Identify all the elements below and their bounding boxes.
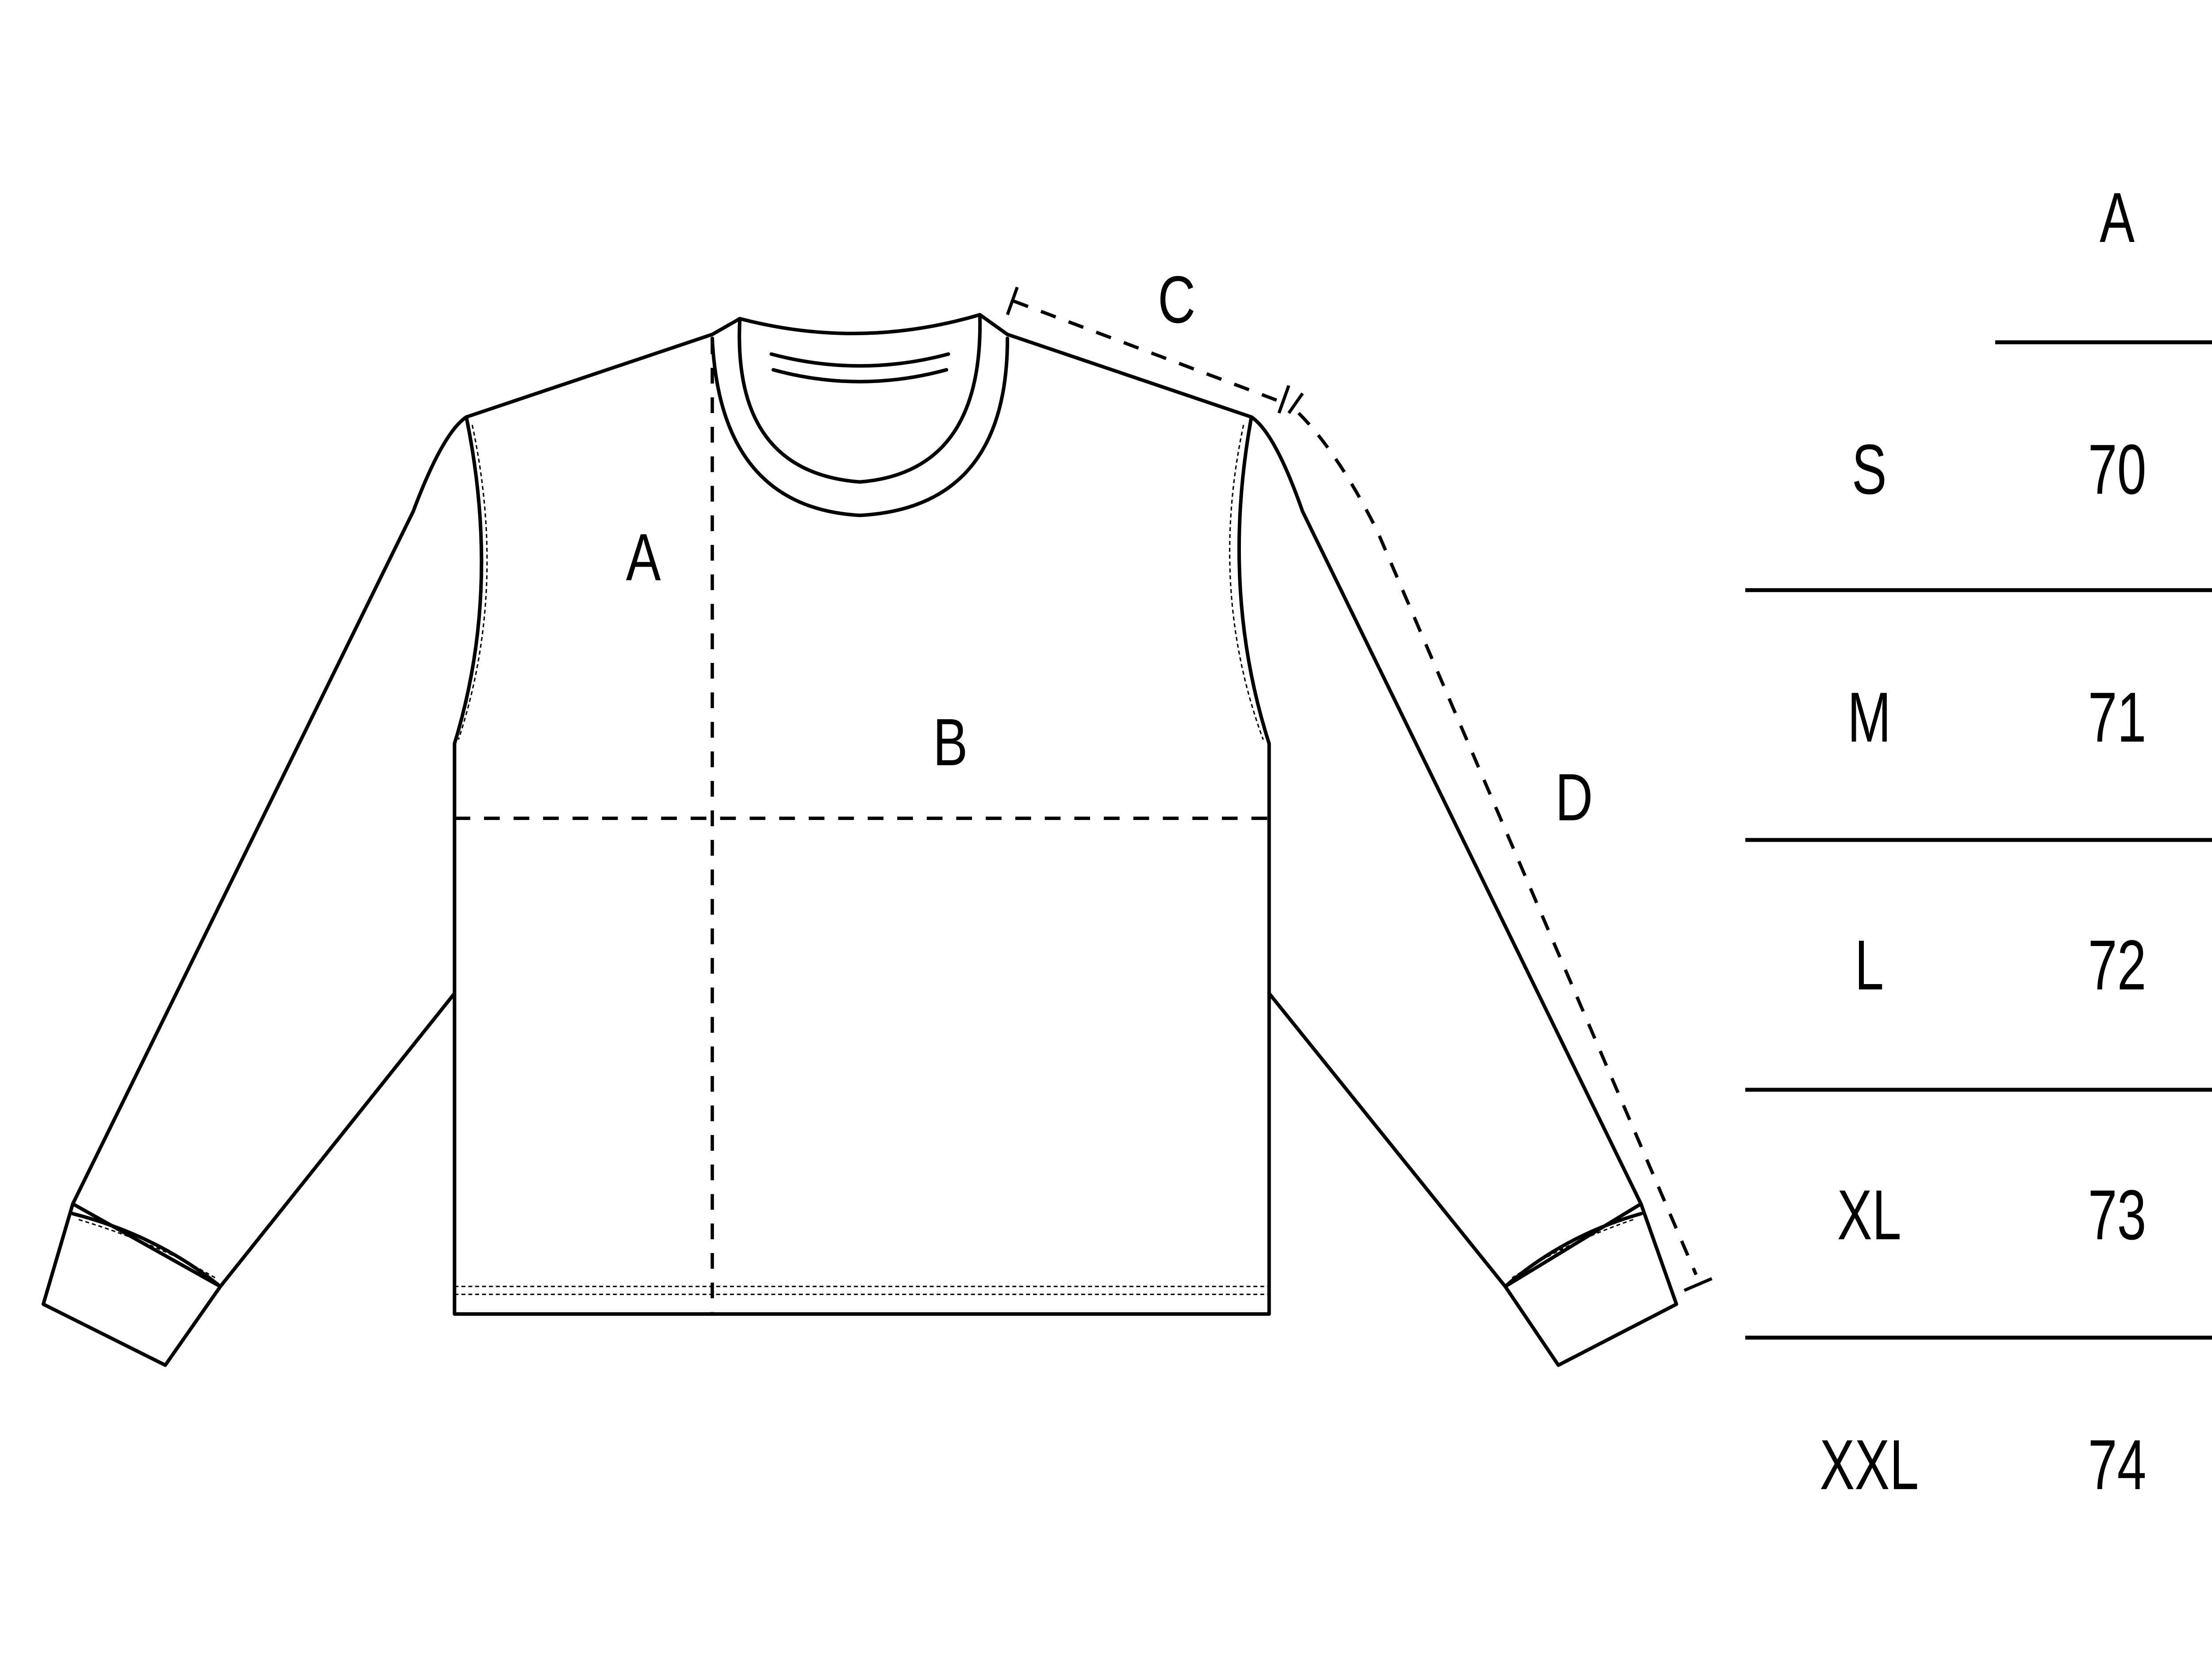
value-a: 74 — [2088, 1424, 2147, 1505]
size-label: XXL — [1820, 1424, 1919, 1505]
value-a: 70 — [2088, 429, 2147, 510]
size-label: XL — [1837, 1174, 1901, 1255]
value-a: 71 — [2088, 676, 2147, 758]
dimension-label-c: C — [1158, 263, 1196, 338]
column-header-a: A — [2100, 177, 2135, 258]
measure-c-line — [1013, 299, 1286, 405]
header-divider — [1995, 340, 2212, 345]
value-a: 73 — [2088, 1174, 2147, 1255]
measure-d-line — [1297, 412, 1698, 1276]
row-divider — [1745, 1335, 2212, 1340]
dimension-label-a: A — [626, 521, 661, 596]
dimension-label-d: D — [1555, 761, 1593, 836]
size-label: M — [1847, 676, 1891, 758]
row-divider — [1745, 1088, 2212, 1092]
row-divider — [1745, 838, 2212, 842]
row-divider — [1745, 588, 2212, 592]
dimension-label-b: B — [933, 706, 968, 781]
size-label: L — [1855, 924, 1884, 1005]
sweatshirt-outline — [41, 313, 1678, 1367]
size-label: S — [1851, 429, 1887, 510]
value-a: 72 — [2088, 924, 2147, 1005]
measurement-lines — [454, 287, 1713, 1314]
